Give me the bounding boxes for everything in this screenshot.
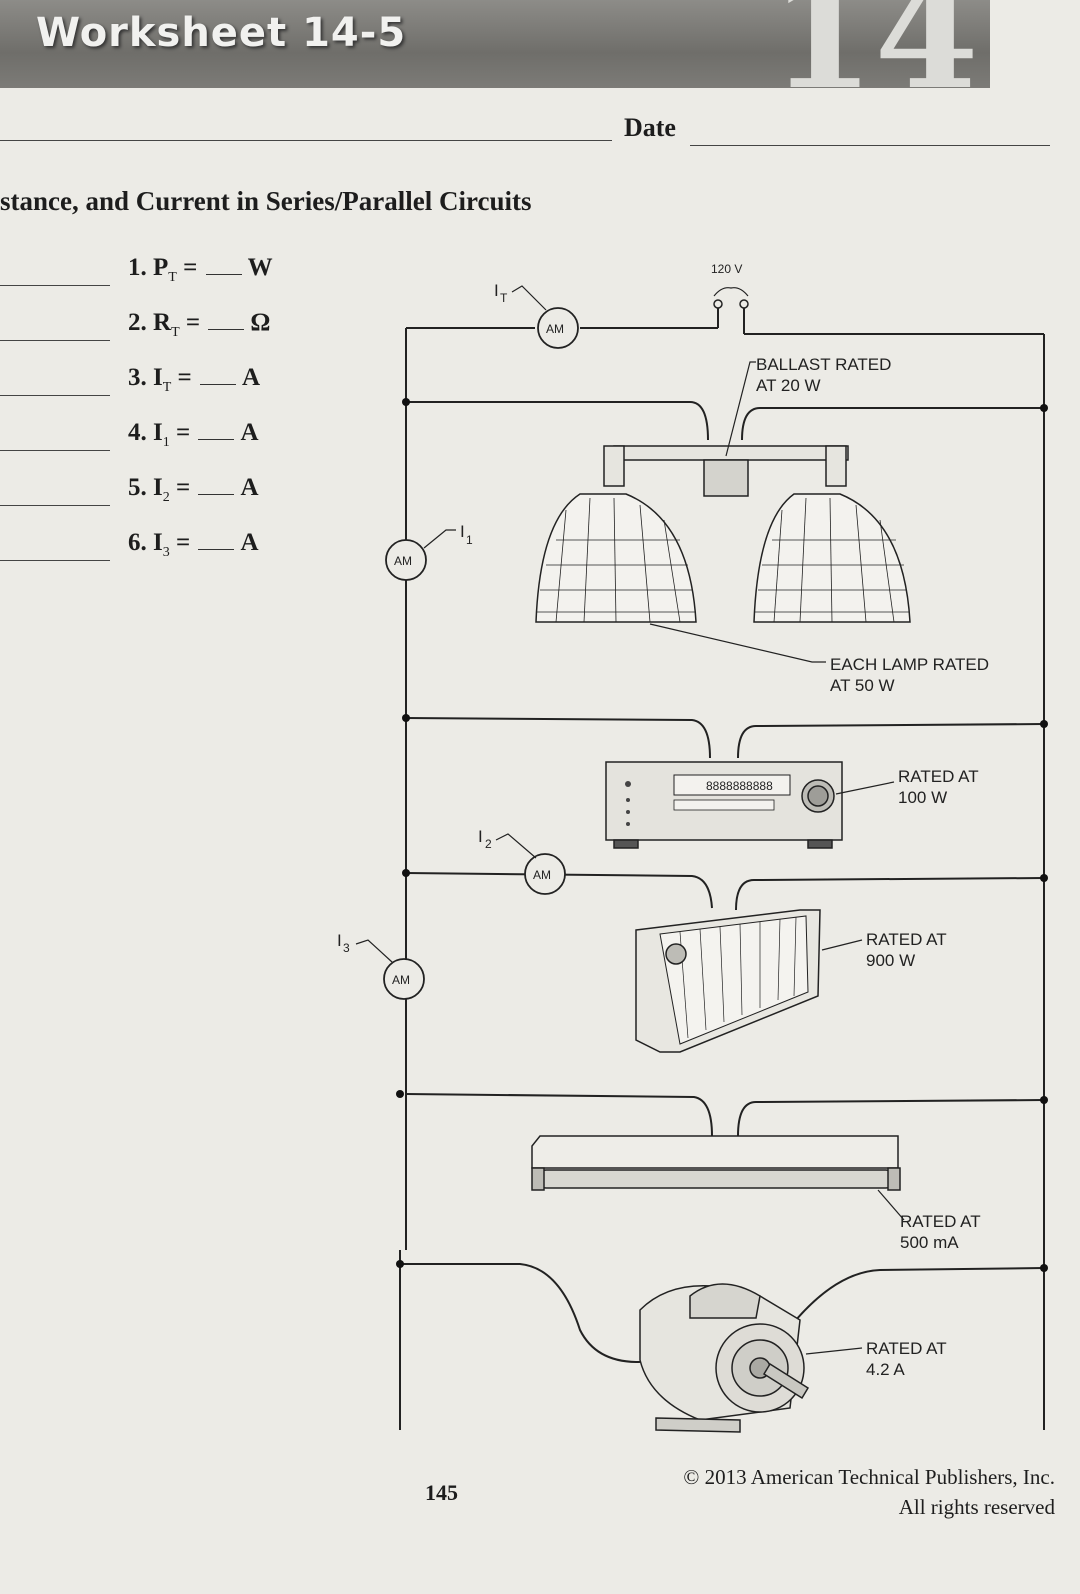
current-label-it: I T [494,281,547,311]
ammeter-branch-3: AM [383,958,425,1000]
date-field-line[interactable] [690,145,1050,146]
worksheet-title: Worksheet 14-5 [36,10,407,56]
svg-text:I: I [460,522,465,541]
question-row: 4. I1 = A [0,419,320,459]
fluorescent-rating-line1: RATED AT [900,1212,981,1231]
answer-line[interactable] [0,450,110,451]
worksheet-header: 14 Worksheet 14-5 [0,0,990,110]
ballast-box [703,459,749,497]
svg-text:2: 2 [485,837,492,851]
ammeter-branch-2: AM [524,853,566,895]
receiver-rating-line2: 100 W [898,788,947,807]
question-row: 6. I3 = A [0,529,320,569]
answer-blank[interactable] [198,494,235,495]
svg-text:AM: AM [392,973,410,987]
svg-text:I: I [494,281,499,300]
ballast-rating-line1: BALLAST RATED [756,355,891,374]
current-label-i1: I 1 [423,522,473,549]
svg-text:1: 1 [466,533,473,547]
heater-rating-line1: RATED AT [866,930,947,949]
answer-blank[interactable] [198,439,235,440]
svg-text:AM: AM [394,554,412,568]
question-row: 2. RT = Ω [0,309,320,349]
copyright-notice: © 2013 American Technical Publishers, In… [645,1462,1055,1523]
question-text: 3. IT = A [128,364,261,395]
answer-blank[interactable] [205,274,242,275]
question-text: 5. I2 = A [128,474,259,505]
space-heater [635,909,863,1053]
lamp-shade-right-grid [754,497,909,623]
answer-line[interactable] [0,395,110,396]
junction-dots [396,398,1048,1272]
answer-line[interactable] [0,285,110,286]
section-title: stance, and Current in Series/Parallel C… [0,186,532,216]
svg-text:AM: AM [546,322,564,336]
answer-line[interactable] [0,505,110,506]
svg-text:3: 3 [343,941,350,955]
receiver-rating-line1: RATED AT [898,767,979,786]
svg-text:AM: AM [533,868,551,882]
ammeter-total: AM [537,307,579,349]
question-row: 5. I2 = A [0,474,320,514]
lamp-shade-left-grid [536,497,695,623]
fluorescent-fixture [531,1135,905,1221]
question-row: 3. IT = A [0,364,320,404]
answer-line[interactable] [0,560,110,561]
stereo-receiver: 8888888888 [605,761,895,849]
page-number: 145 [425,1480,458,1505]
lamp-rating-line1: EACH LAMP RATED [830,655,989,674]
svg-text:I: I [478,827,483,846]
copyright-line-1: © 2013 American Technical Publishers, In… [683,1465,1055,1489]
question-text: 1. PT = W [128,254,273,285]
copyright-line-2: All rights reserved [898,1495,1055,1520]
date-label: Date [624,113,676,142]
lamp-rating-line2: AT 50 W [830,676,895,695]
question-text: 4. I1 = A [128,419,259,450]
answer-blank[interactable] [208,329,245,330]
question-text: 2. RT = Ω [128,309,271,340]
answer-blank[interactable] [200,384,237,385]
motor-rating-line1: RATED AT [866,1339,947,1358]
current-label-i2: I 2 [478,827,537,859]
heater-rating-line2: 900 W [866,951,915,970]
circuit-wires [399,308,1045,1430]
receiver-display: 8888888888 [706,779,773,793]
svg-text:I: I [337,931,342,950]
question-row: 1. PT = W [0,254,320,294]
chapter-number: 14 [770,0,979,123]
ammeter-branch-1: AM [385,539,427,581]
question-text: 6. I3 = A [128,529,259,560]
current-label-i3: I 3 [337,931,393,963]
motor-rating-line2: 4.2 A [866,1360,905,1379]
ballast-rating-line2: AT 20 W [756,376,821,395]
answer-blank[interactable] [198,549,235,550]
electric-motor [639,1283,863,1433]
answer-line[interactable] [0,340,110,341]
lamp-fixture [535,361,911,663]
supply-voltage-label: 120 V [711,262,742,276]
supply-terminals: 120 V [711,262,749,309]
fluorescent-rating-line2: 500 mA [900,1233,959,1252]
name-field-line[interactable] [0,140,612,141]
heater-grille [679,916,797,1039]
svg-text:T: T [500,291,508,305]
